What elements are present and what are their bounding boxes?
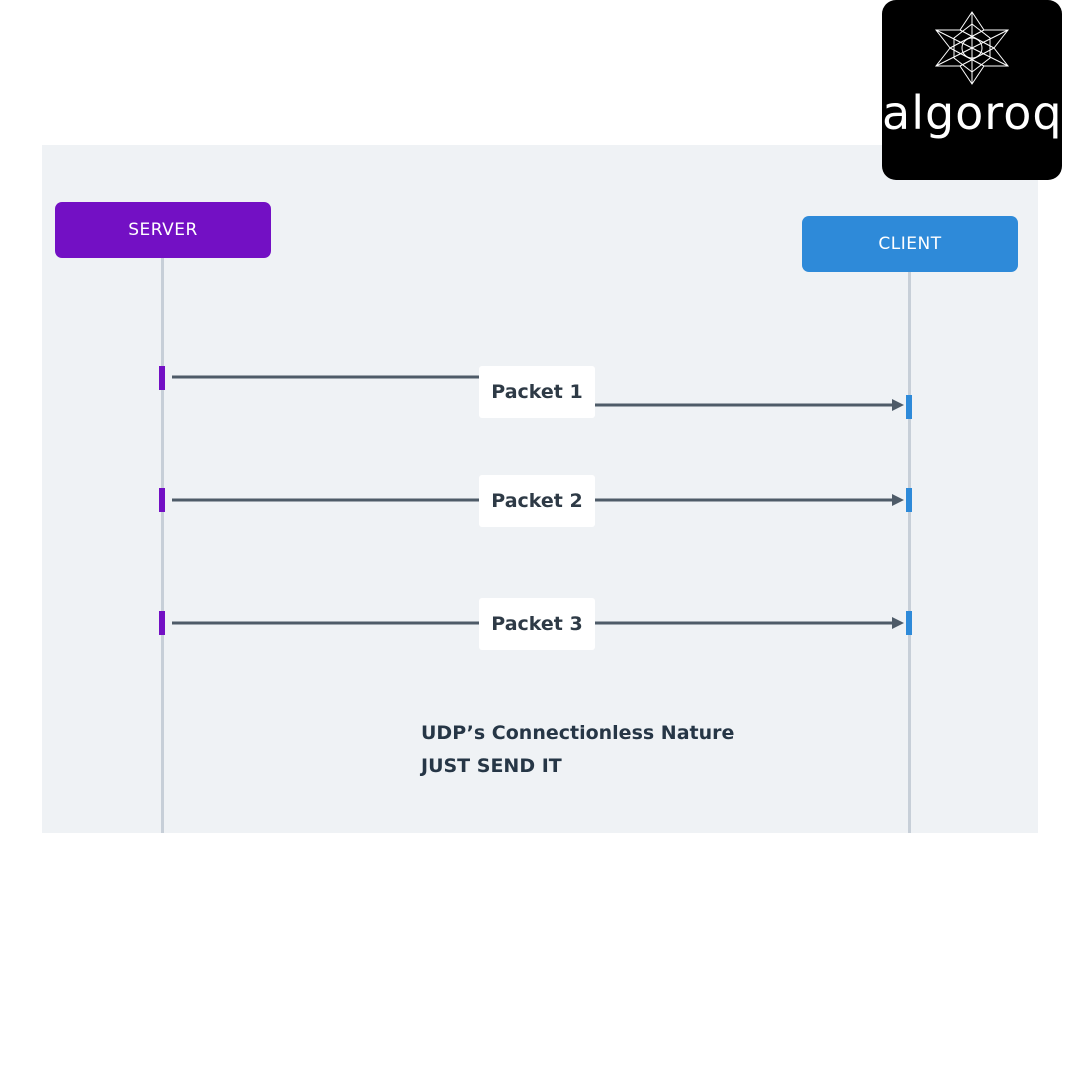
server-activation-3 xyxy=(159,611,165,635)
server-participant: SERVER xyxy=(55,202,271,258)
client-participant: CLIENT xyxy=(802,216,1018,272)
logo-wordmark: algoroq xyxy=(882,86,1063,140)
packet-label-2: Packet 2 xyxy=(479,475,595,527)
star-polyhedron-icon xyxy=(934,11,1010,85)
packet-label-3: Packet 3 xyxy=(479,598,595,650)
client-activation-3 xyxy=(906,611,912,635)
server-label: SERVER xyxy=(128,220,198,240)
packet-label-3-text: Packet 3 xyxy=(491,613,583,635)
client-activation-1 xyxy=(906,395,912,419)
server-lifeline xyxy=(161,258,164,833)
caption-subtitle: JUST SEND IT xyxy=(421,755,562,777)
packet-label-1-text: Packet 1 xyxy=(491,381,583,403)
packet-label-2-text: Packet 2 xyxy=(491,490,583,512)
packet-label-1: Packet 1 xyxy=(479,366,595,418)
server-activation-1 xyxy=(159,366,165,390)
server-activation-2 xyxy=(159,488,165,512)
client-activation-2 xyxy=(906,488,912,512)
brand-logo: algoroq xyxy=(882,0,1062,180)
client-label: CLIENT xyxy=(878,234,942,254)
caption-title: UDP’s Connectionless Nature xyxy=(421,722,735,744)
message-arrow-1 xyxy=(172,375,904,411)
client-lifeline xyxy=(908,272,911,833)
